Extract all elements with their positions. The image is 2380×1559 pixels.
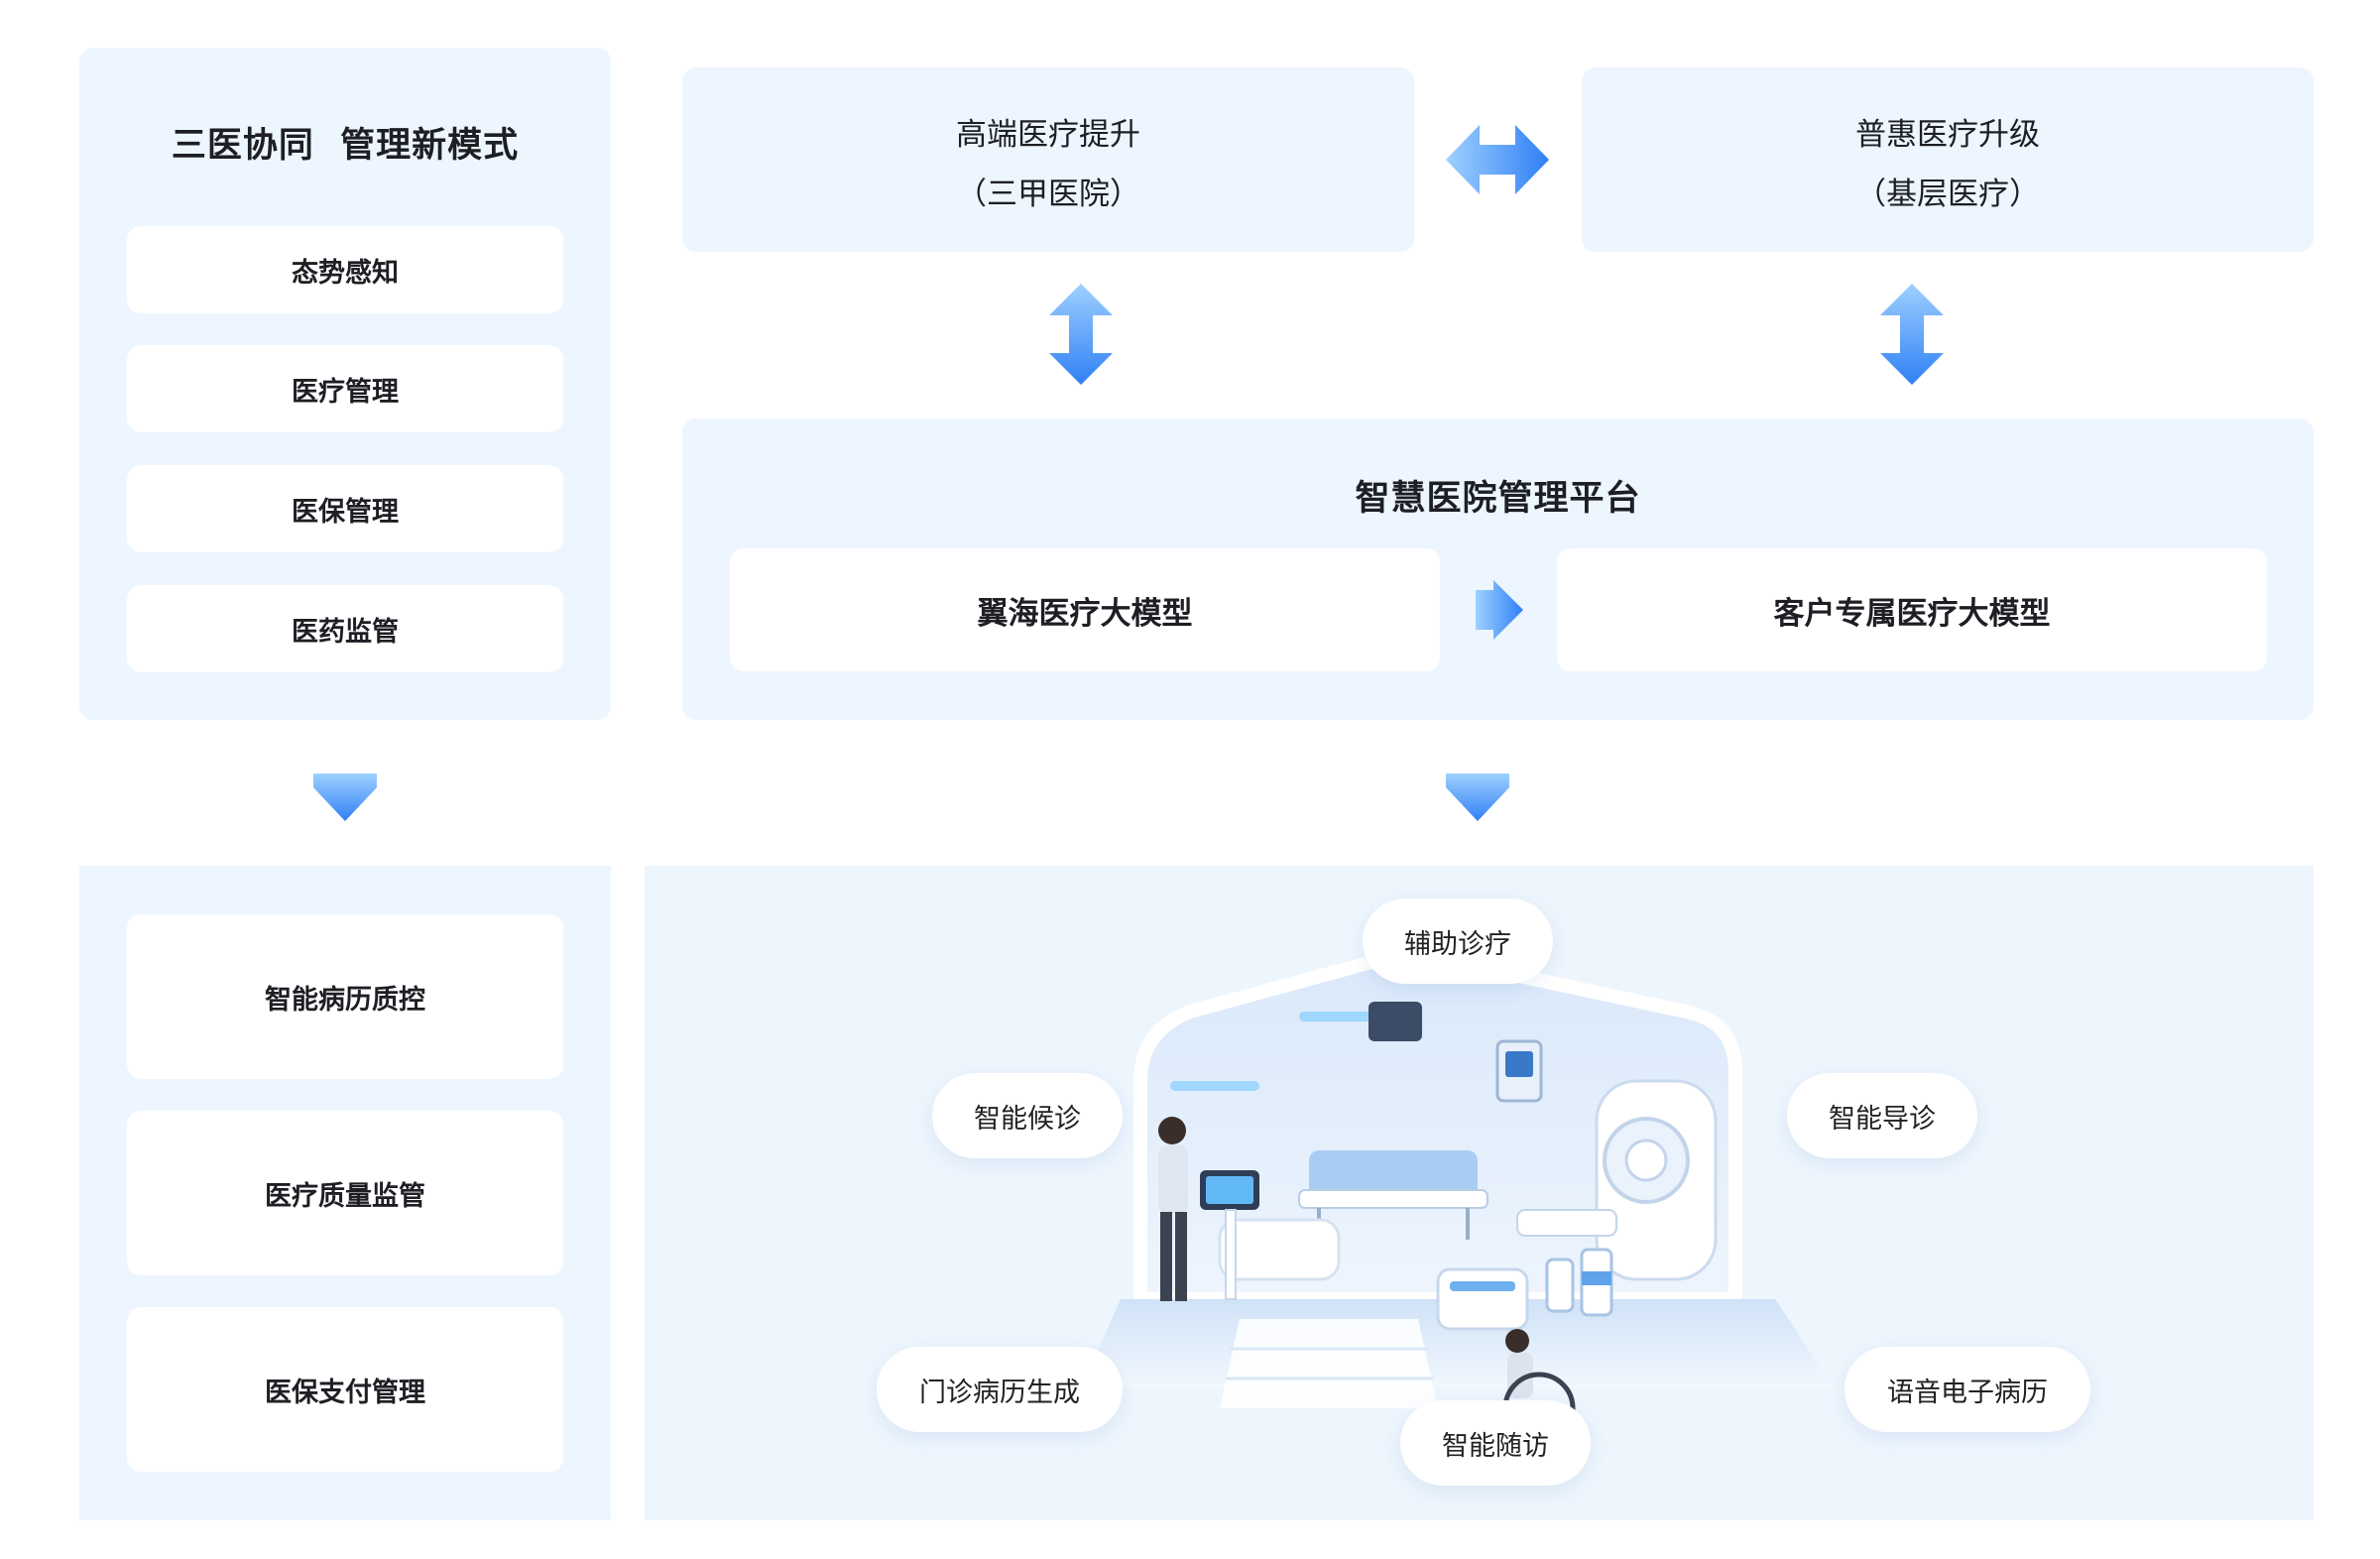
- label-voice-emr: 语音电子病历: [1844, 1347, 2090, 1432]
- bidirectional-vertical-arrow-right-icon: [1880, 284, 1944, 385]
- down-arrow-left-icon: [313, 774, 377, 821]
- bidirectional-horizontal-arrow-icon: [1446, 125, 1549, 194]
- label-outpatient-record: 门诊病历生成: [877, 1347, 1123, 1432]
- bidirectional-vertical-arrow-left-icon: [1049, 284, 1113, 385]
- label-smart-followup: 智能随访: [1400, 1400, 1591, 1486]
- platform-title: 智慧医院管理平台: [1355, 479, 1641, 519]
- label-assisted-diagnosis: 辅助诊疗: [1363, 899, 1553, 984]
- item-medical-management[interactable]: 医疗管理: [127, 345, 563, 432]
- yihai-medical-model-card[interactable]: 翼海医疗大模型: [730, 548, 1440, 671]
- inclusive-line1: 普惠医疗升级: [1855, 117, 2040, 153]
- high-end-line2: （三甲医院）: [956, 177, 1140, 212]
- label-smart-waiting: 智能候诊: [932, 1073, 1123, 1158]
- high-end-medical-box: [682, 67, 1414, 252]
- customer-medical-model-card[interactable]: 客户专属医疗大模型: [1557, 548, 2267, 671]
- right-arrow-icon: [1476, 580, 1523, 640]
- inclusive-medical-box: [1582, 67, 2314, 252]
- item-quality-supervision[interactable]: 医疗质量监管: [127, 1111, 563, 1275]
- label-smart-guidance: 智能导诊: [1787, 1073, 1977, 1158]
- inclusive-line2: （基层医疗）: [1855, 177, 2040, 212]
- item-smart-record-qc[interactable]: 智能病历质控: [127, 914, 563, 1079]
- high-end-line1: 高端医疗提升: [956, 117, 1140, 153]
- item-pharma-supervision[interactable]: 医药监管: [127, 585, 563, 672]
- down-arrow-right-icon: [1446, 774, 1509, 821]
- item-situational-awareness[interactable]: 态势感知: [127, 226, 563, 313]
- item-insurance-payment[interactable]: 医保支付管理: [127, 1307, 563, 1472]
- hospital-room-illustration: [1081, 944, 1835, 1445]
- management-mode-title: 三医协同 管理新模式: [171, 126, 520, 166]
- item-insurance-management[interactable]: 医保管理: [127, 465, 563, 552]
